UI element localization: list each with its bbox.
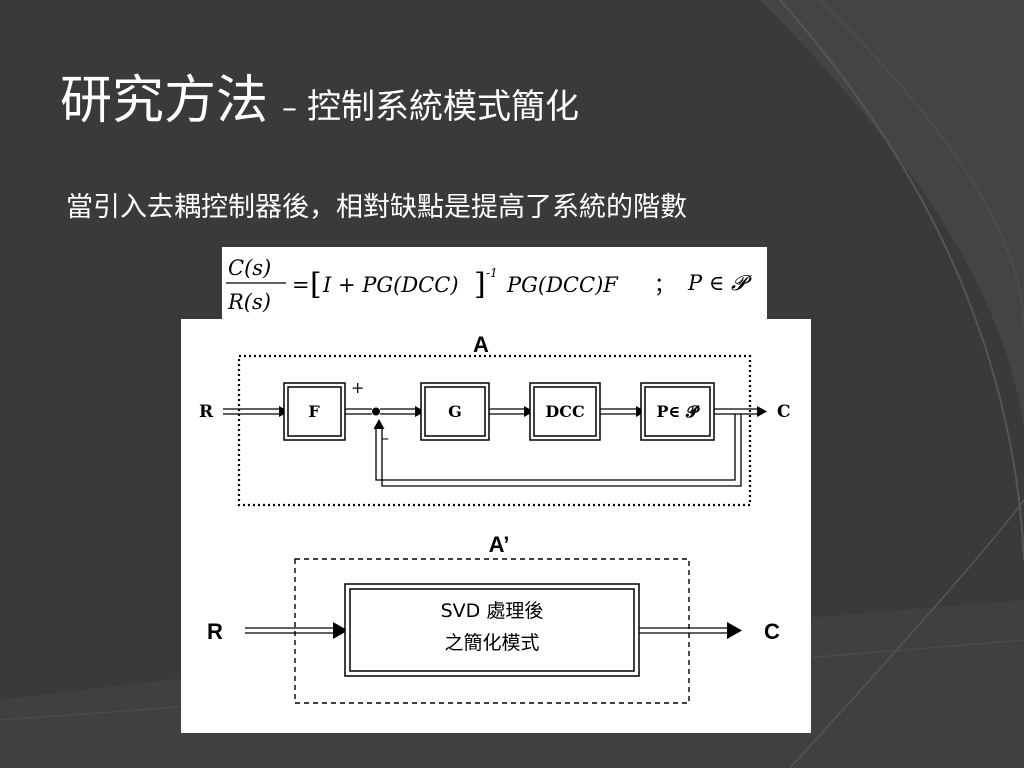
formula-tail: PG(DCC)F [506,273,619,297]
formula-denominator: R(s) [227,290,271,314]
formula-close-bracket: ] [474,267,486,302]
title-separator: – [282,91,298,126]
diagram-a-prime-output-label: C [764,619,780,644]
formula-condition: P ∈ 𝓟 [687,271,752,295]
formula-numerator: C(s) [228,256,271,280]
slide-title: 研究方法–控制系統模式簡化 [60,58,579,133]
formula-panel: C(s) R(s) = [ I + PG(DCC) ] -1 PG(DCC)F … [222,247,767,320]
formula-open-bracket: [ [310,267,322,302]
block-f: F [308,402,320,421]
formula-body: I + PG(DCC) [322,273,459,297]
minus-sign: – [381,428,389,447]
diagram-a-prime: A’ R C SVD 處理後 之簡化模式 [207,532,780,704]
diagram-a: A R C [199,332,791,507]
block-g: G [448,402,462,421]
diagram-a-prime-frame [294,558,690,704]
formula-equals: = [292,273,310,297]
diagram-a-label: A [473,332,489,357]
diagram-a-prime-label: A’ [489,532,510,557]
title-sub: 控制系統模式簡化 [307,87,580,127]
title-main: 研究方法 [60,71,269,131]
formula-separator: ； [654,273,675,297]
diagram-a-input-label: R [199,402,214,422]
block-dcc: DCC [545,402,584,421]
transfer-function-formula: C(s) R(s) = [ I + PG(DCC) ] -1 PG(DCC)F … [226,256,752,314]
simplified-model-line1: SVD 處理後 [441,600,544,622]
simplified-model-line2: 之簡化模式 [444,632,539,654]
diagram-a-output-label: C [777,402,791,422]
plus-sign: + [351,378,364,397]
slide-subtitle: 當引入去耦控制器後，相對缺點是提高了系統的階數 [66,192,687,223]
formula-exponent: -1 [486,266,498,280]
block-diagrams: A R C [199,332,791,704]
diagram-a-frame [237,354,752,507]
diagram-a-prime-input-label: R [207,619,223,644]
block-plant-p: P∈ 𝓟 [657,402,700,421]
summing-junction [372,407,380,416]
block-diagram-panel: A R C [181,319,811,733]
